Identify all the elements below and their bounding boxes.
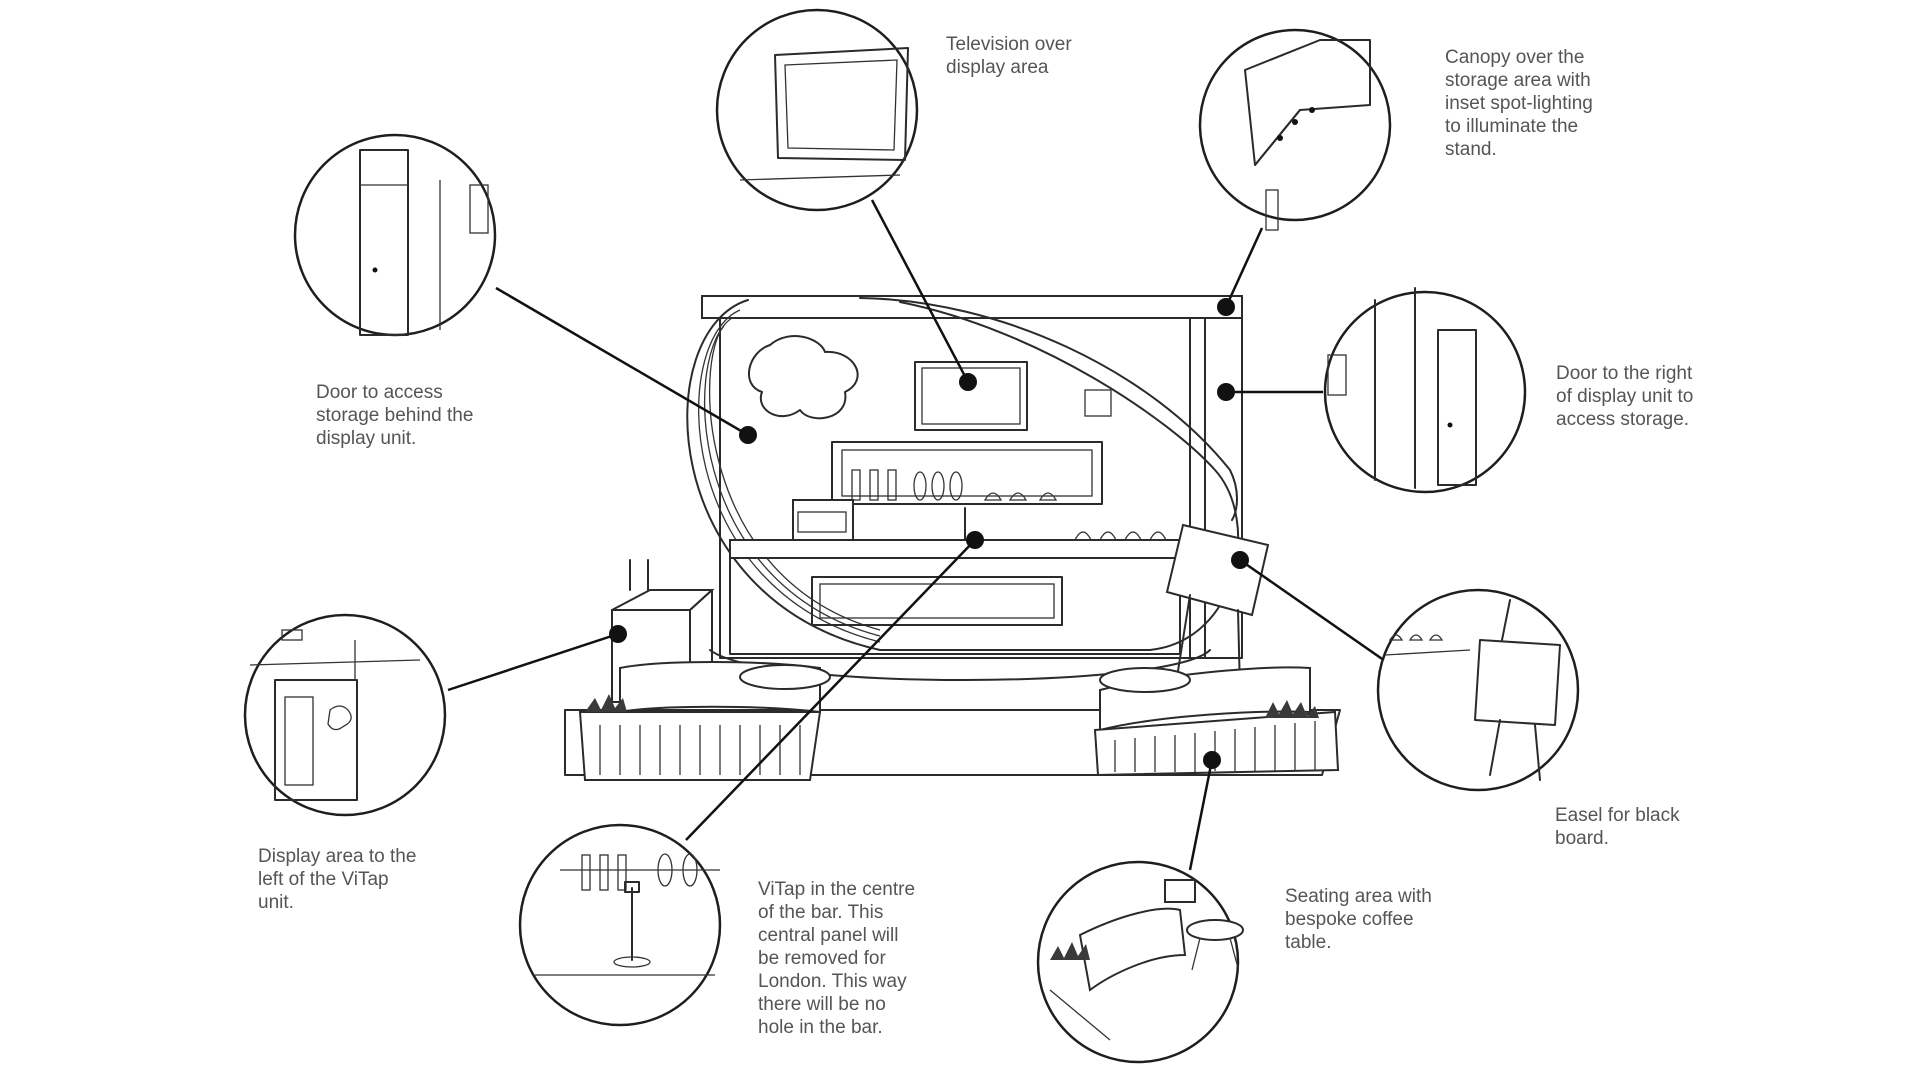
callout-door-right-label: Door to the right of display unit to acc… xyxy=(1556,363,1694,430)
easel-board xyxy=(1165,523,1270,617)
detail-circle-easel xyxy=(1376,588,1580,792)
leader-lines xyxy=(447,199,1399,871)
detail-circle-tv xyxy=(715,8,919,212)
callout-display-left-label: Display area to the left of the ViTap un… xyxy=(258,846,417,913)
right-coffee-table xyxy=(1099,667,1191,693)
bar-counter-top xyxy=(729,539,1181,559)
shelf-bottles xyxy=(851,469,1058,501)
right-storage-wall xyxy=(1189,317,1243,659)
floor-platform xyxy=(564,709,1341,776)
callout-easel-label: Easel for black board. xyxy=(1555,805,1680,849)
right-planter xyxy=(1093,710,1340,777)
callout-canopy-label: Canopy over the storage area with inset … xyxy=(1445,47,1593,160)
callout-tv-label: Television over display area xyxy=(946,34,1072,78)
exhibition-stand xyxy=(564,295,1341,781)
arch-top-curve xyxy=(859,297,1238,521)
espresso-machine xyxy=(792,499,854,541)
detail-circle-seating xyxy=(1036,860,1244,1064)
tv-screen xyxy=(914,361,1028,431)
detail-circle-vitap xyxy=(518,823,722,1027)
canopy-header xyxy=(701,295,1243,319)
detail-circle-door-behind xyxy=(293,133,497,337)
display-shelf xyxy=(831,441,1103,505)
arch-outer xyxy=(686,299,1240,651)
bar-front xyxy=(729,557,1181,655)
detail-circle-display-left xyxy=(243,613,447,817)
left-coffee-table xyxy=(739,664,831,690)
callout-seating-label: Seating area with bespoke coffee table. xyxy=(1285,886,1432,953)
bar-panel xyxy=(811,576,1063,626)
vitap-unit-top xyxy=(611,589,715,611)
cloud-sign xyxy=(748,335,859,420)
leader-dots xyxy=(609,298,1249,769)
detail-circle-door-right xyxy=(1323,287,1527,494)
detail-circle-canopy xyxy=(1198,28,1392,231)
callout-vitap-label: ViTap in the centre of the bar. This cen… xyxy=(758,879,916,1038)
callout-door-behind-label: Door to access storage behind the displa… xyxy=(316,382,474,449)
